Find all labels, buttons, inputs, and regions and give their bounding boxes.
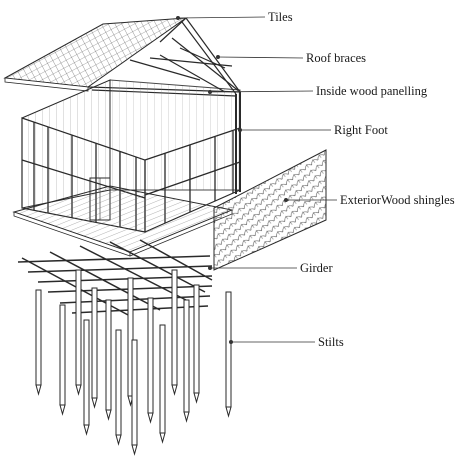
stilt xyxy=(171,269,178,396)
right-foot-post xyxy=(235,92,241,194)
stilt xyxy=(59,304,66,416)
stilt xyxy=(75,269,82,396)
pointer-roof-braces xyxy=(217,56,304,59)
stilt xyxy=(115,329,122,446)
pointer-lines xyxy=(175,15,337,344)
roof-tiles xyxy=(3,17,188,92)
label-right-foot: Right Foot xyxy=(334,123,388,137)
label-tiles: Tiles xyxy=(268,10,293,24)
stilt xyxy=(193,284,200,404)
stilts xyxy=(35,269,232,456)
girder-grid xyxy=(17,239,213,317)
exterior-shingle-panel xyxy=(213,149,327,271)
label-girder: Girder xyxy=(300,261,333,275)
label-stilts: Stilts xyxy=(318,335,344,349)
stilt xyxy=(91,287,98,409)
stilt xyxy=(225,291,232,418)
label-exterior-shingles: ExteriorWood shingles xyxy=(340,193,455,207)
label-roof-braces: Roof braces xyxy=(306,51,367,65)
stilt xyxy=(105,299,112,421)
floor-deck xyxy=(12,185,234,257)
stilt xyxy=(147,297,154,424)
stilt xyxy=(131,339,138,456)
stilt xyxy=(183,299,190,423)
stilt xyxy=(83,319,90,436)
pointer-tiles xyxy=(177,16,266,19)
inside-wood-panelling xyxy=(21,79,241,233)
stilt xyxy=(159,324,166,444)
stilt xyxy=(35,289,42,396)
pointer-inside-panelling xyxy=(209,90,314,93)
label-inside-panelling: Inside wood panelling xyxy=(316,84,428,98)
